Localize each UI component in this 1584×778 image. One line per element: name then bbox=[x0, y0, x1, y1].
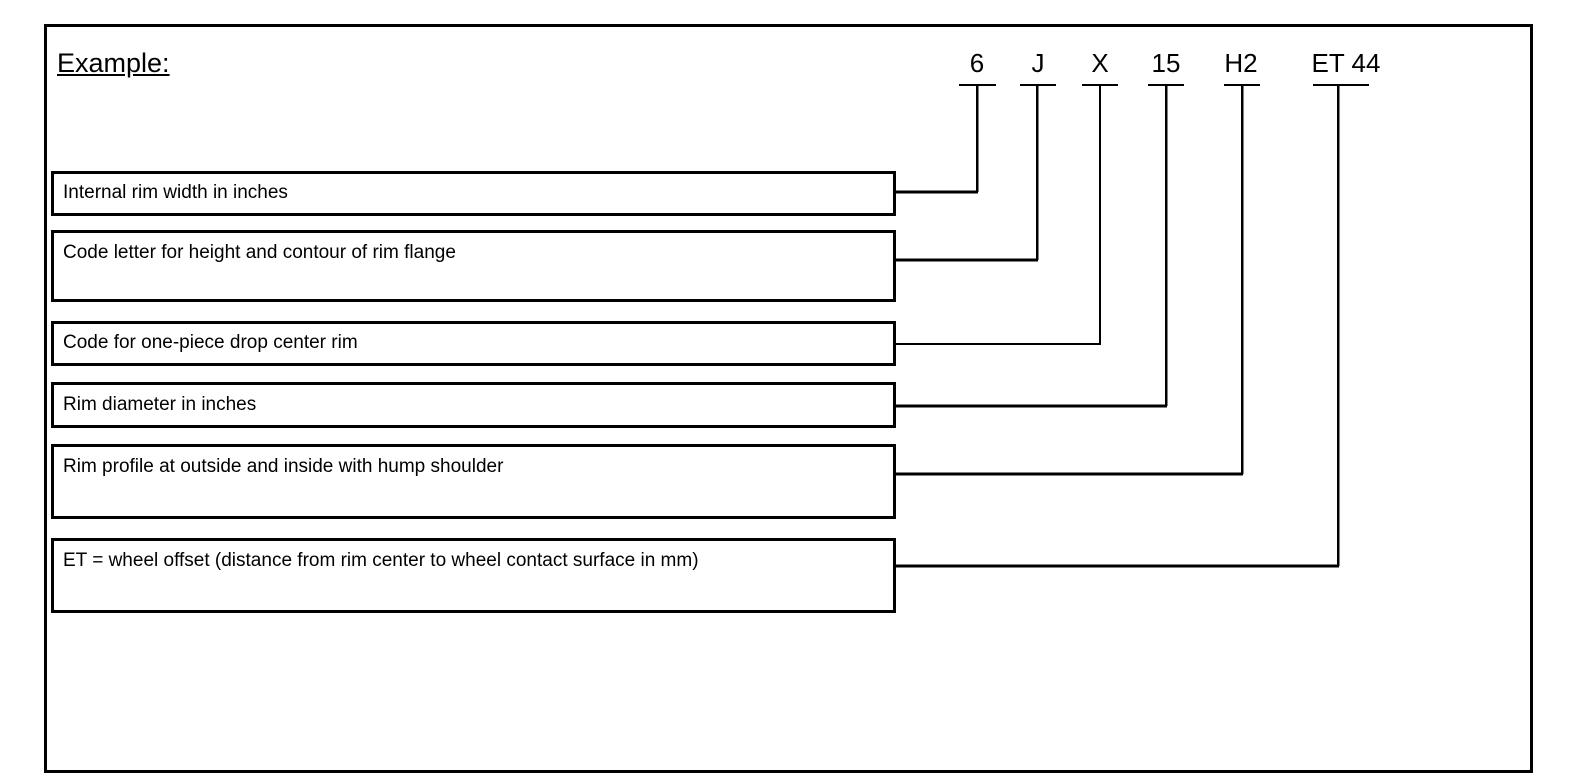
label-text-rim-profile: Rim profile at outside and inside with h… bbox=[63, 456, 504, 477]
diagram-frame bbox=[44, 24, 1533, 773]
code-token-j: J bbox=[1031, 48, 1045, 78]
code-token-x: X bbox=[1091, 48, 1109, 78]
label-text-flange-code: Code letter for height and contour of ri… bbox=[63, 242, 456, 263]
label-text-rim-diameter: Rim diameter in inches bbox=[63, 393, 257, 415]
example-heading: Example: bbox=[57, 48, 170, 78]
code-token-et44: ET 44 bbox=[1311, 48, 1381, 78]
label-text-wheel-offset: ET = wheel offset (distance from rim cen… bbox=[63, 550, 699, 571]
label-box-internal-rim-width: Internal rim width in inches bbox=[51, 171, 896, 216]
label-box-rim-diameter: Rim diameter in inches bbox=[51, 382, 896, 428]
label-box-drop-center-code: Code for one-piece drop center rim bbox=[51, 321, 896, 366]
code-token-15: 15 bbox=[1151, 48, 1181, 78]
code-token-6: 6 bbox=[969, 48, 985, 78]
label-box-rim-profile: Rim profile at outside and inside with h… bbox=[51, 444, 896, 519]
label-text-internal-rim-width: Internal rim width in inches bbox=[63, 182, 288, 204]
label-box-wheel-offset: ET = wheel offset (distance from rim cen… bbox=[51, 538, 896, 613]
code-token-h2: H2 bbox=[1224, 48, 1258, 78]
label-box-flange-code: Code letter for height and contour of ri… bbox=[51, 230, 896, 302]
label-text-drop-center-code: Code for one-piece drop center rim bbox=[63, 332, 358, 354]
